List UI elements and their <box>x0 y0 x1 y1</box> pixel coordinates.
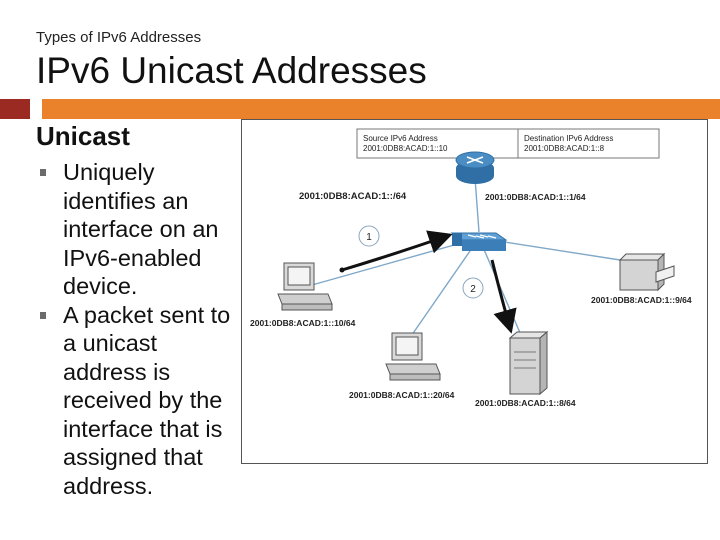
step-1-label: 1 <box>366 232 372 243</box>
step-2-marker: 2 <box>462 277 484 299</box>
address-header: Source IPv6 Address 2001:0DB8:ACAD:1::10… <box>356 128 660 159</box>
packet-path-step-2 <box>490 259 517 334</box>
server-address-label: 2001:0DB8:ACAD:1::8/64 <box>475 398 576 408</box>
network-prefix-label: 2001:0DB8:ACAD:1::/64 <box>299 191 407 202</box>
title-divider-red <box>0 99 30 119</box>
bullet-marker-icon <box>40 169 46 176</box>
pc-left-icon <box>277 262 333 311</box>
title-divider-gap <box>30 99 42 119</box>
bullet-text: A packet sent to a unicast address is re… <box>63 301 231 499</box>
source-address-value: 2001:0DB8:ACAD:1::10 <box>363 144 448 153</box>
bullet-item: Uniquely identifies an interface on an I… <box>34 158 244 301</box>
network-diagram: Source IPv6 Address 2001:0DB8:ACAD:1::10… <box>241 119 708 464</box>
pc-bottom-icon <box>385 332 441 381</box>
pc-bottom-address-label: 2001:0DB8:ACAD:1::20/64 <box>349 390 455 400</box>
packet-path-step-1 <box>341 230 453 272</box>
source-address-label: Source IPv6 Address <box>363 134 438 143</box>
pc-left-address-label: 2001:0DB8:ACAD:1::10/64 <box>250 318 356 328</box>
step-2-label: 2 <box>470 284 476 295</box>
destination-address-label: Destination IPv6 Address <box>524 134 613 143</box>
title-divider-orange <box>42 99 720 119</box>
router-icon <box>455 151 495 184</box>
printer-icon <box>618 252 675 292</box>
network-links <box>311 177 621 343</box>
bullet-list: Uniquely identifies an interface on an I… <box>34 158 244 500</box>
server-icon <box>508 330 549 396</box>
bullet-marker-icon <box>40 311 46 319</box>
step-1-marker: 1 <box>358 225 380 247</box>
slide-kicker: Types of IPv6 Addresses <box>36 29 202 46</box>
slide-title: IPv6 Unicast Addresses <box>36 50 427 91</box>
switch-icon <box>450 232 508 251</box>
section-heading: Unicast <box>36 121 130 151</box>
destination-address-value: 2001:0DB8:ACAD:1::8 <box>524 144 605 153</box>
printer-address-label: 2001:0DB8:ACAD:1::9/64 <box>591 295 692 305</box>
router-address-label: 2001:0DB8:ACAD:1::1/64 <box>485 192 586 202</box>
bullet-text: Uniquely identifies an interface on an I… <box>63 159 219 299</box>
bullet-item: A packet sent to a unicast address is re… <box>34 301 244 501</box>
network-diagram-svg: Source IPv6 Address 2001:0DB8:ACAD:1::10… <box>250 128 692 408</box>
